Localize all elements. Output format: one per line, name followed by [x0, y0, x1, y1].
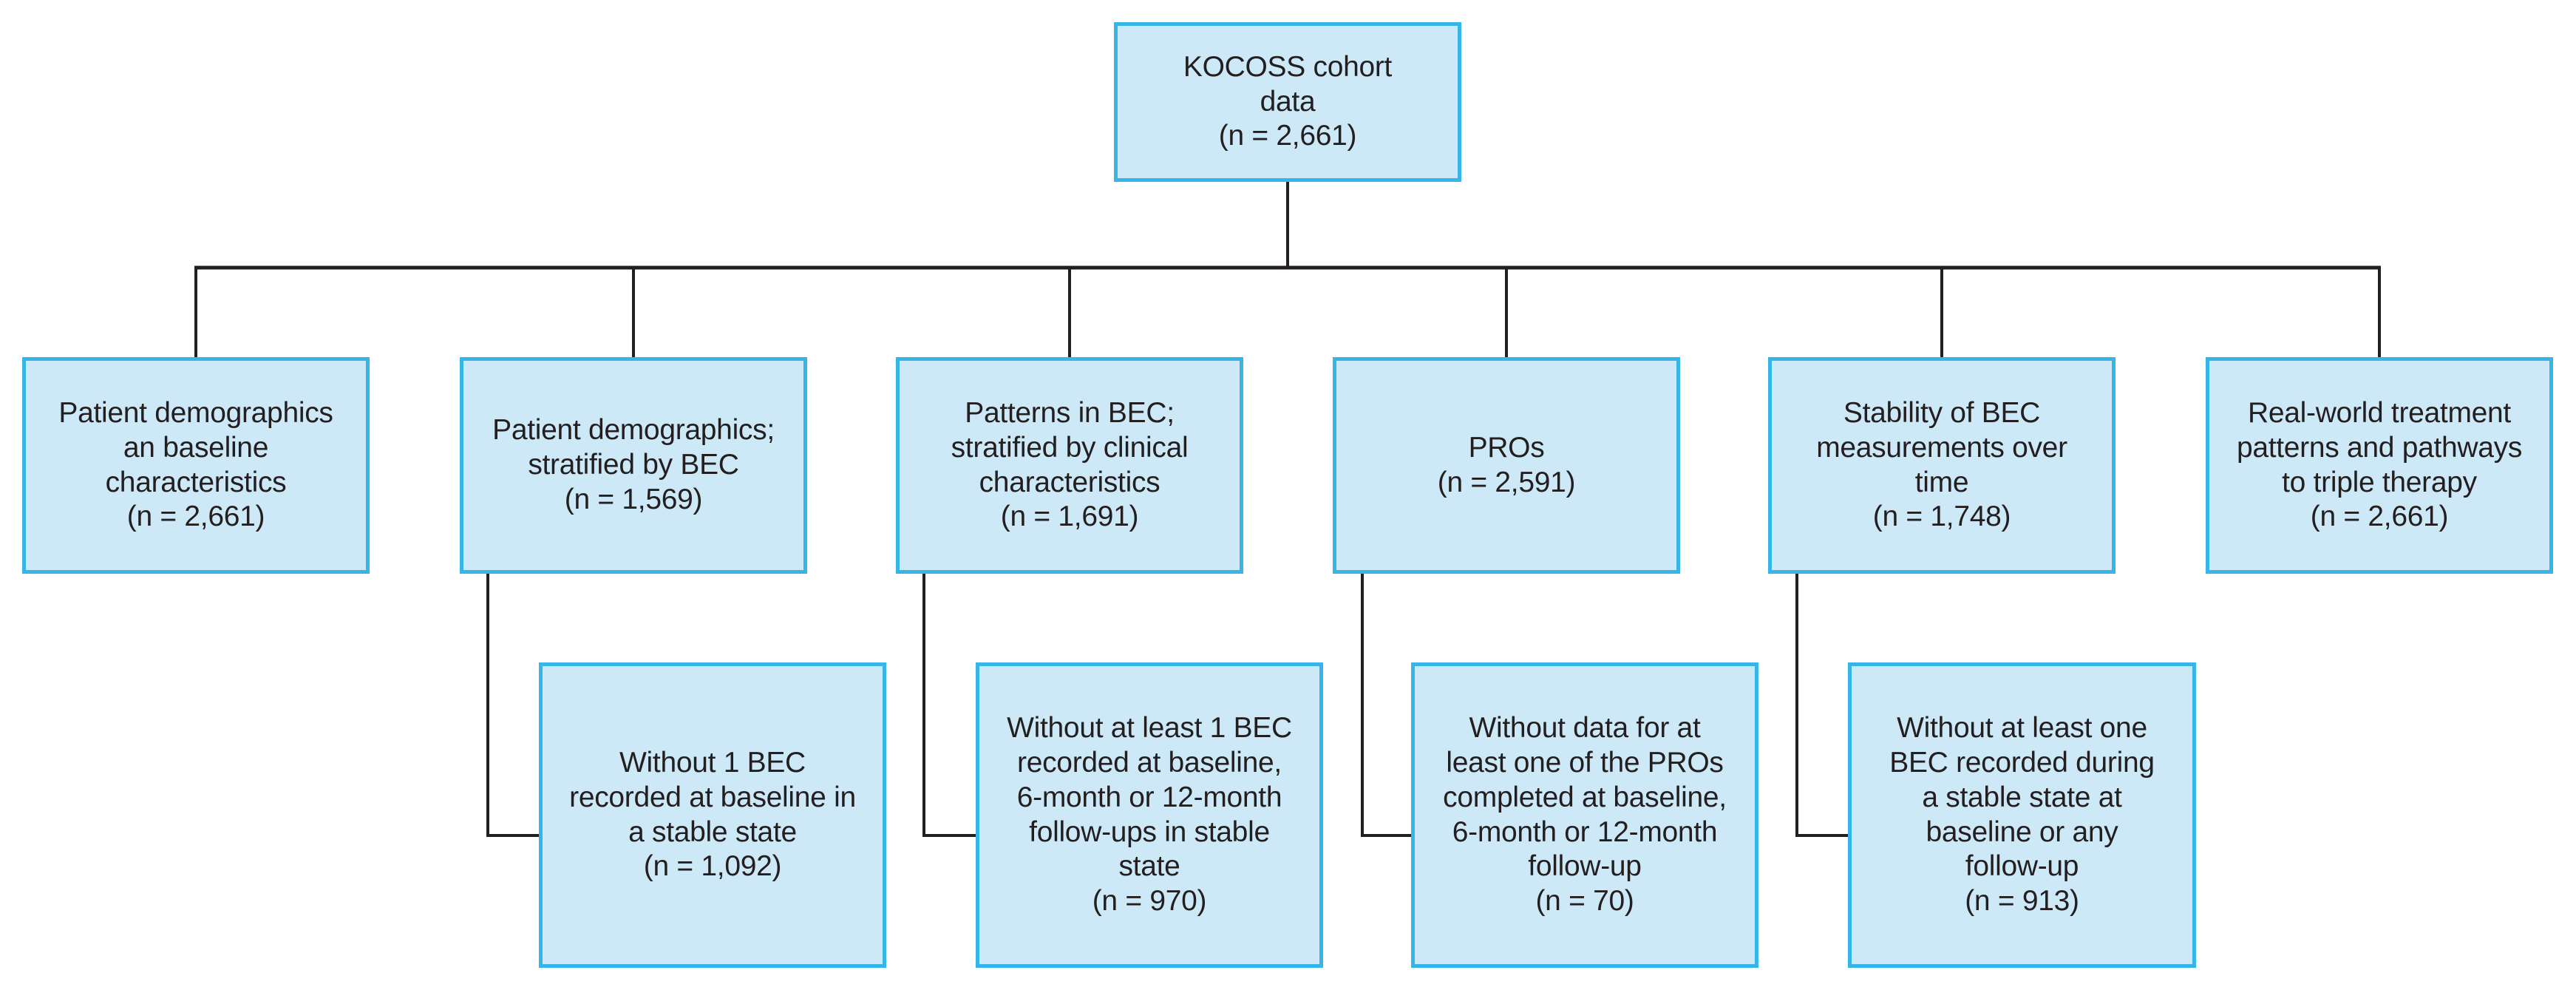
connector-elbow-exclusion-3 — [1361, 574, 1411, 837]
flow-box-kocoss-cohort-data: KOCOSS cohort data (n = 2,661) — [1114, 22, 1461, 182]
connector-elbow-exclusion-4 — [1795, 574, 1848, 837]
flow-box-exclusion-without-bec-followups: Without at least 1 BEC recorded at basel… — [976, 662, 1323, 968]
flow-box-stability-of-bec: Stability of BEC measurements over time … — [1768, 357, 2115, 574]
flow-box-demographics-stratified-bec: Patient demographics; stratified by BEC … — [460, 357, 807, 574]
flow-box-patient-demographics-baseline: Patient demographics an baseline charact… — [22, 357, 370, 574]
flow-box-patterns-in-bec: Patterns in BEC; stratified by clinical … — [896, 357, 1243, 574]
flow-box-exclusion-without-1-bec-baseline: Without 1 BEC recorded at baseline in a … — [539, 662, 886, 968]
connector-elbow-exclusion-1 — [486, 574, 539, 837]
flow-box-real-world-treatment: Real-world treatment patterns and pathwa… — [2206, 357, 2553, 574]
flow-box-pros: PROs (n = 2,591) — [1333, 357, 1680, 574]
connector-elbow-exclusion-2 — [922, 574, 976, 837]
flow-box-exclusion-without-stable-bec: Without at least one BEC recorded during… — [1848, 662, 2196, 968]
flow-box-exclusion-without-pro-data: Without data for at least one of the PRO… — [1411, 662, 1758, 968]
